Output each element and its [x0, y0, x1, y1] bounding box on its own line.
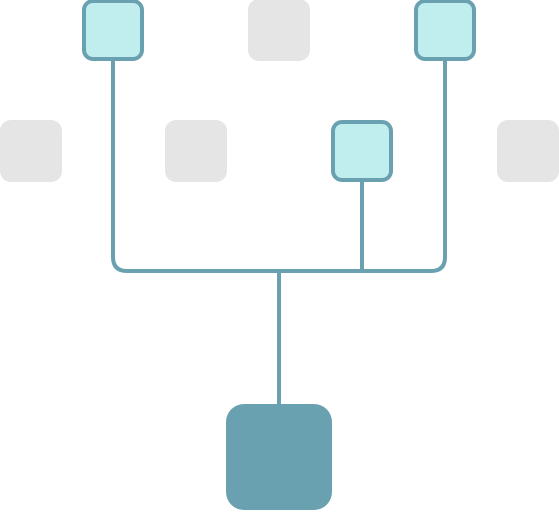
root-node [226, 404, 332, 510]
mid-2-inactive-node [165, 120, 227, 182]
mid-3-active-node [331, 120, 393, 182]
mid-4-inactive-node [497, 120, 559, 182]
top-3-active-node [414, 0, 476, 61]
connector-bus [111, 30, 447, 273]
top-2-inactive-node [248, 0, 310, 61]
top-1-active-node [82, 0, 144, 61]
mid-1-inactive-node [0, 120, 62, 182]
connector-lines [111, 30, 447, 457]
